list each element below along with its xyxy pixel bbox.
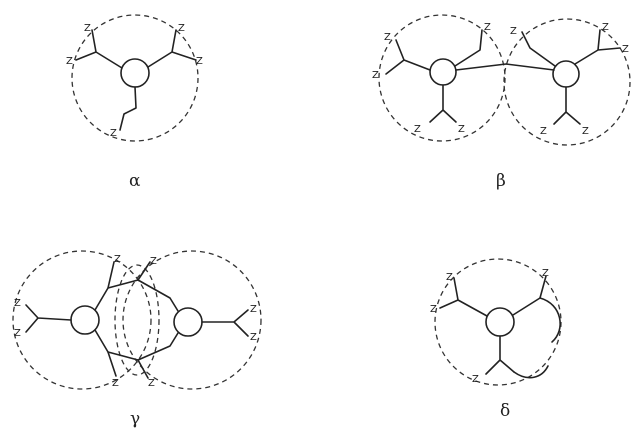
polymer-arm xyxy=(439,277,488,317)
panel-alpha: Z Z Z Z Z α xyxy=(66,14,203,191)
z-end: Z xyxy=(112,378,119,389)
panel-gamma: Z Z Z Z Z Z Z Z γ xyxy=(12,250,262,429)
z-end: Z xyxy=(84,23,91,34)
micelle-boundary xyxy=(378,14,506,142)
z-end: Z xyxy=(372,70,379,81)
z-end: Z xyxy=(602,22,609,33)
z-end: Z xyxy=(446,272,453,283)
loop-chain xyxy=(539,297,561,343)
micelle-boundary xyxy=(503,18,631,146)
z-end: Z xyxy=(542,268,549,279)
z-end: Z xyxy=(510,26,517,37)
polymer-arm xyxy=(574,29,621,65)
polymer-arm xyxy=(521,31,556,67)
z-end: Z xyxy=(622,44,629,55)
z-end: Z xyxy=(148,378,155,389)
panel-label-alpha: α xyxy=(129,171,141,191)
overlap-region xyxy=(114,264,160,376)
polymer-arm xyxy=(454,29,483,67)
polymer-arm xyxy=(485,335,515,375)
z-end: Z xyxy=(250,304,257,315)
z-end: Z xyxy=(484,22,491,33)
micelle-core xyxy=(552,60,580,88)
z-end: Z xyxy=(458,124,465,135)
bridge-chain xyxy=(455,63,555,71)
z-end: Z xyxy=(110,128,117,139)
z-end: Z xyxy=(66,56,73,67)
bridge-chain xyxy=(94,329,179,361)
polymer-arm xyxy=(147,29,197,68)
z-end: Z xyxy=(14,328,21,339)
micelle-core xyxy=(485,307,515,337)
polymer-arm xyxy=(107,351,149,379)
polymer-arm xyxy=(75,29,123,69)
micelle-core xyxy=(173,307,203,337)
micelle-boundary xyxy=(434,258,562,386)
z-end: Z xyxy=(250,332,257,343)
micelle-core xyxy=(429,58,457,86)
polymer-arm xyxy=(107,261,151,289)
z-end: Z xyxy=(196,56,203,67)
polymer-arm xyxy=(201,309,249,337)
z-end: Z xyxy=(414,124,421,135)
z-end: Z xyxy=(114,254,121,265)
panel-label-beta: β xyxy=(496,171,506,191)
polymer-arm xyxy=(119,86,137,131)
loop-chain xyxy=(513,365,549,379)
micelle-boundary xyxy=(122,250,262,390)
z-end: Z xyxy=(178,23,185,34)
z-end: Z xyxy=(472,374,479,385)
polymer-arm xyxy=(385,39,431,75)
panel-beta: Z Z Z Z Z Z Z Z Z Z β xyxy=(372,14,631,191)
z-end: Z xyxy=(582,126,589,137)
panel-label-gamma: γ xyxy=(130,409,140,429)
polymer-arm xyxy=(553,86,581,125)
polymer-arm xyxy=(429,84,457,123)
z-end: Z xyxy=(430,304,437,315)
polymer-arm xyxy=(512,275,547,316)
bridge-chain xyxy=(94,279,179,312)
micelle-core xyxy=(120,58,150,88)
z-end: Z xyxy=(150,256,157,267)
polymer-arm xyxy=(25,304,72,333)
panel-label-delta: δ xyxy=(500,401,510,421)
panel-delta: Z Z Z Z δ xyxy=(430,258,562,421)
z-end: Z xyxy=(384,32,391,43)
micelle-boundary xyxy=(71,14,199,142)
micelle-boundary xyxy=(12,250,152,390)
z-end: Z xyxy=(540,126,547,137)
z-end: Z xyxy=(14,298,21,309)
